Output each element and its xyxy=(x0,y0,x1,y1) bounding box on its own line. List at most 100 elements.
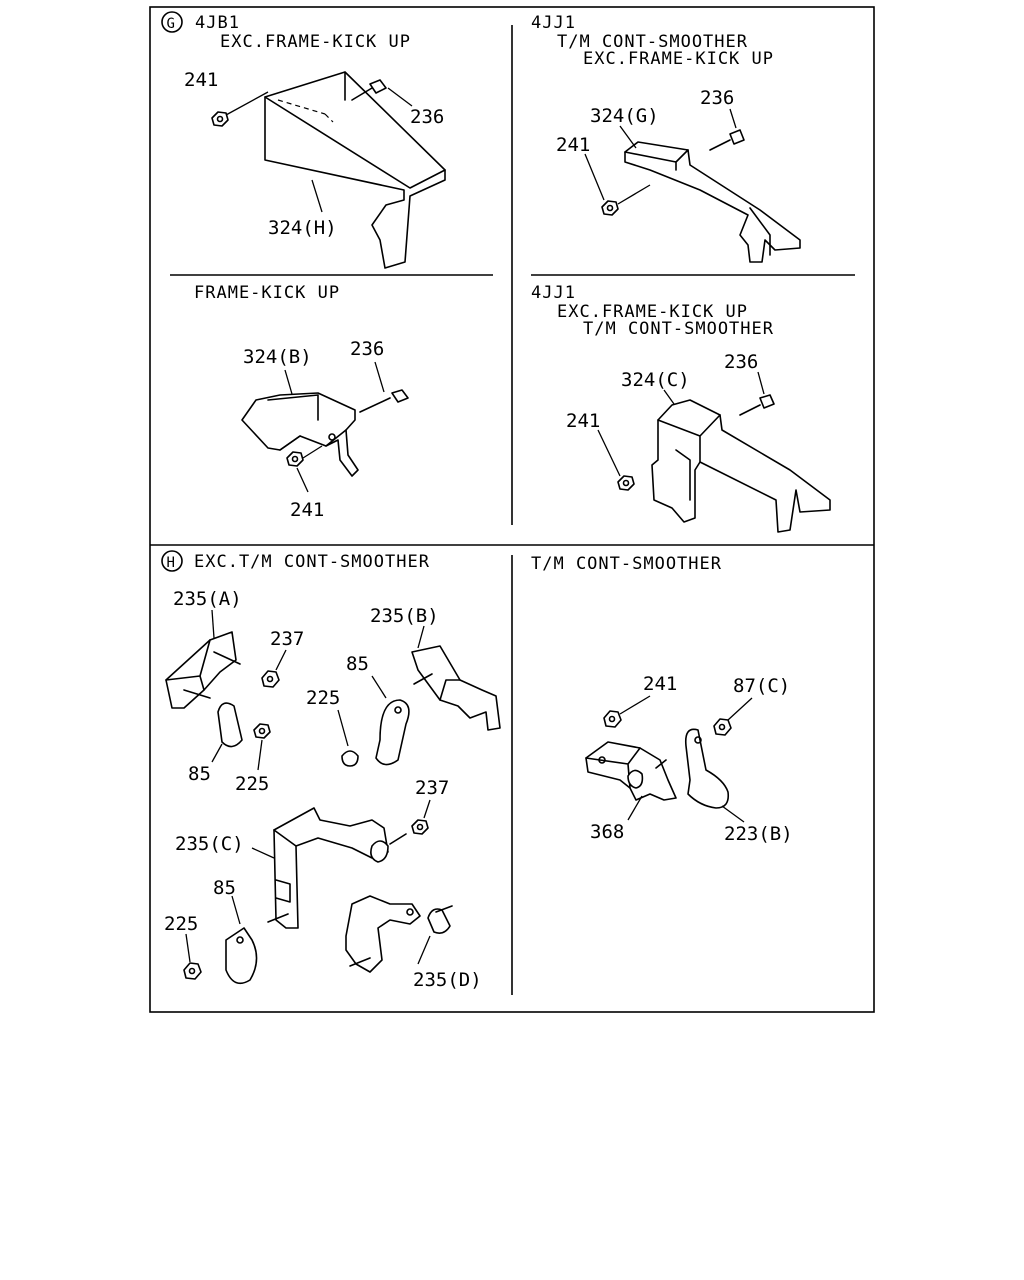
bracket-235c-end xyxy=(370,840,389,863)
nut-241 xyxy=(601,200,619,216)
label-235d: 235(D) xyxy=(413,969,482,991)
bolt-235a xyxy=(183,651,241,699)
leader-236 xyxy=(757,371,765,395)
panel-h-smoother: T/M CONT-SMOOTHER 241 87(C) 368 223(B) xyxy=(531,554,793,845)
engine-label-4jj1: 4JJ1 xyxy=(531,283,576,303)
bracket-324c xyxy=(651,399,831,533)
nut-241 xyxy=(286,451,304,467)
washer-225-c xyxy=(183,962,202,980)
nut-237-hole xyxy=(266,675,274,683)
label-241: 241 xyxy=(566,410,600,432)
leader-225c xyxy=(185,933,191,963)
panel-g-frame-kick-up: FRAME-KICK UP 324(B) 236 241 xyxy=(194,283,409,521)
leader-235b xyxy=(417,625,425,649)
bracket-324b-edge xyxy=(267,394,347,451)
panel-g-4jj1-frame-kick: 4JJ1 EXC.FRAME-KICK UP T/M CONT-SMOOTHER… xyxy=(531,283,831,533)
label-324b: 324(B) xyxy=(243,346,312,368)
leader-236 xyxy=(729,108,737,129)
leader-87c xyxy=(727,697,753,721)
condition-label-2: T/M CONT-SMOOTHER xyxy=(583,319,774,339)
washer-225-a xyxy=(253,723,271,739)
bolt-236 xyxy=(359,389,409,413)
nut-241 xyxy=(211,111,229,127)
leader-85c xyxy=(231,895,241,925)
bracket-324h xyxy=(264,71,446,269)
bolt-hole xyxy=(328,433,336,441)
condition-label: EXC.T/M CONT-SMOOTHER xyxy=(194,552,430,572)
bolt-236 xyxy=(709,129,745,151)
label-235c: 235(C) xyxy=(175,833,244,855)
nut-87c-hole xyxy=(718,723,726,731)
label-236: 236 xyxy=(724,351,758,373)
washer-225-b xyxy=(341,750,359,767)
clip-85-a xyxy=(217,702,243,748)
label-236: 236 xyxy=(410,106,444,128)
clip-85-c xyxy=(225,927,258,985)
nut-241-hole xyxy=(291,455,299,463)
label-225a: 225 xyxy=(235,773,269,795)
bolt-236 xyxy=(351,79,387,101)
leader-235a xyxy=(211,609,215,639)
leader-235d xyxy=(417,935,431,965)
label-237c: 237 xyxy=(415,777,449,799)
label-324c: 324(C) xyxy=(621,369,690,391)
leader-225a xyxy=(257,739,263,771)
label-241: 241 xyxy=(643,673,677,695)
panel-h-exc-smoother: H EXC.T/M CONT-SMOOTHER 235(A) 237 85 22… xyxy=(161,550,501,991)
clip-85-c-hole xyxy=(236,936,244,944)
bracket-235b xyxy=(411,645,501,731)
condition-label: EXC.FRAME-KICK UP xyxy=(220,32,411,52)
label-324h: 324(H) xyxy=(268,217,337,239)
bolt-235d xyxy=(349,905,453,967)
nut-241-hole xyxy=(216,115,224,123)
nut-237-c xyxy=(411,819,429,835)
bracket-324g-edge xyxy=(624,149,771,256)
bracket-324c-edge xyxy=(657,414,721,501)
leader-237 xyxy=(275,649,287,671)
leader-85b xyxy=(371,675,387,699)
label-225c: 225 xyxy=(164,913,198,935)
label-223b: 223(B) xyxy=(724,823,793,845)
engine-label-4jb1: 4JB1 xyxy=(195,13,240,33)
bracket-235d-hole xyxy=(406,908,414,916)
clamp-223b xyxy=(684,728,730,809)
leader-241 xyxy=(584,153,605,201)
nut-237-c-hole xyxy=(416,823,424,831)
bracket-368-collar xyxy=(627,769,644,789)
label-368: 368 xyxy=(590,821,624,843)
bracket-235c-edge xyxy=(273,829,297,903)
nut-241-hole xyxy=(622,479,630,487)
bracket-235d xyxy=(345,895,421,973)
leader-236 xyxy=(387,87,413,107)
clip-85-b xyxy=(375,699,410,766)
nut-241 xyxy=(617,475,635,491)
bolt-235c xyxy=(267,833,407,923)
diagram-frame xyxy=(149,6,875,1013)
engine-label-4jj1: 4JJ1 xyxy=(531,13,576,33)
leader-235c xyxy=(251,847,275,859)
section-marker-h xyxy=(161,550,183,572)
leader-225b xyxy=(337,709,349,747)
bracket-368 xyxy=(585,741,677,801)
leader-241 xyxy=(619,695,651,715)
nut-87c xyxy=(713,718,732,736)
bracket-235a-edge xyxy=(165,639,211,691)
washer-225-c-hole xyxy=(188,967,196,975)
condition-label: FRAME-KICK UP xyxy=(194,283,340,303)
panel-g-4jb1: G 4JB1 EXC.FRAME-KICK UP 241 236 324(H) xyxy=(161,11,446,269)
leader-324h xyxy=(311,179,323,213)
label-237a: 237 xyxy=(270,628,304,650)
panel-g-4jj1-smoother: 4JJ1 T/M CONT-SMOOTHER EXC.FRAME-KICK UP… xyxy=(531,13,801,263)
section-marker-g xyxy=(161,11,183,33)
label-85a: 85 xyxy=(188,763,211,785)
bolt-368 xyxy=(655,759,667,769)
bolt-236 xyxy=(739,394,775,416)
bracket-324h-hidden xyxy=(277,99,334,123)
label-235a: 235(A) xyxy=(173,588,242,610)
leader-85a xyxy=(211,743,223,763)
bracket-324g xyxy=(624,141,801,263)
label-241: 241 xyxy=(184,69,218,91)
bracket-368-hole xyxy=(598,756,606,764)
bracket-324h-edge xyxy=(264,71,446,189)
label-87c: 87(C) xyxy=(733,675,790,697)
